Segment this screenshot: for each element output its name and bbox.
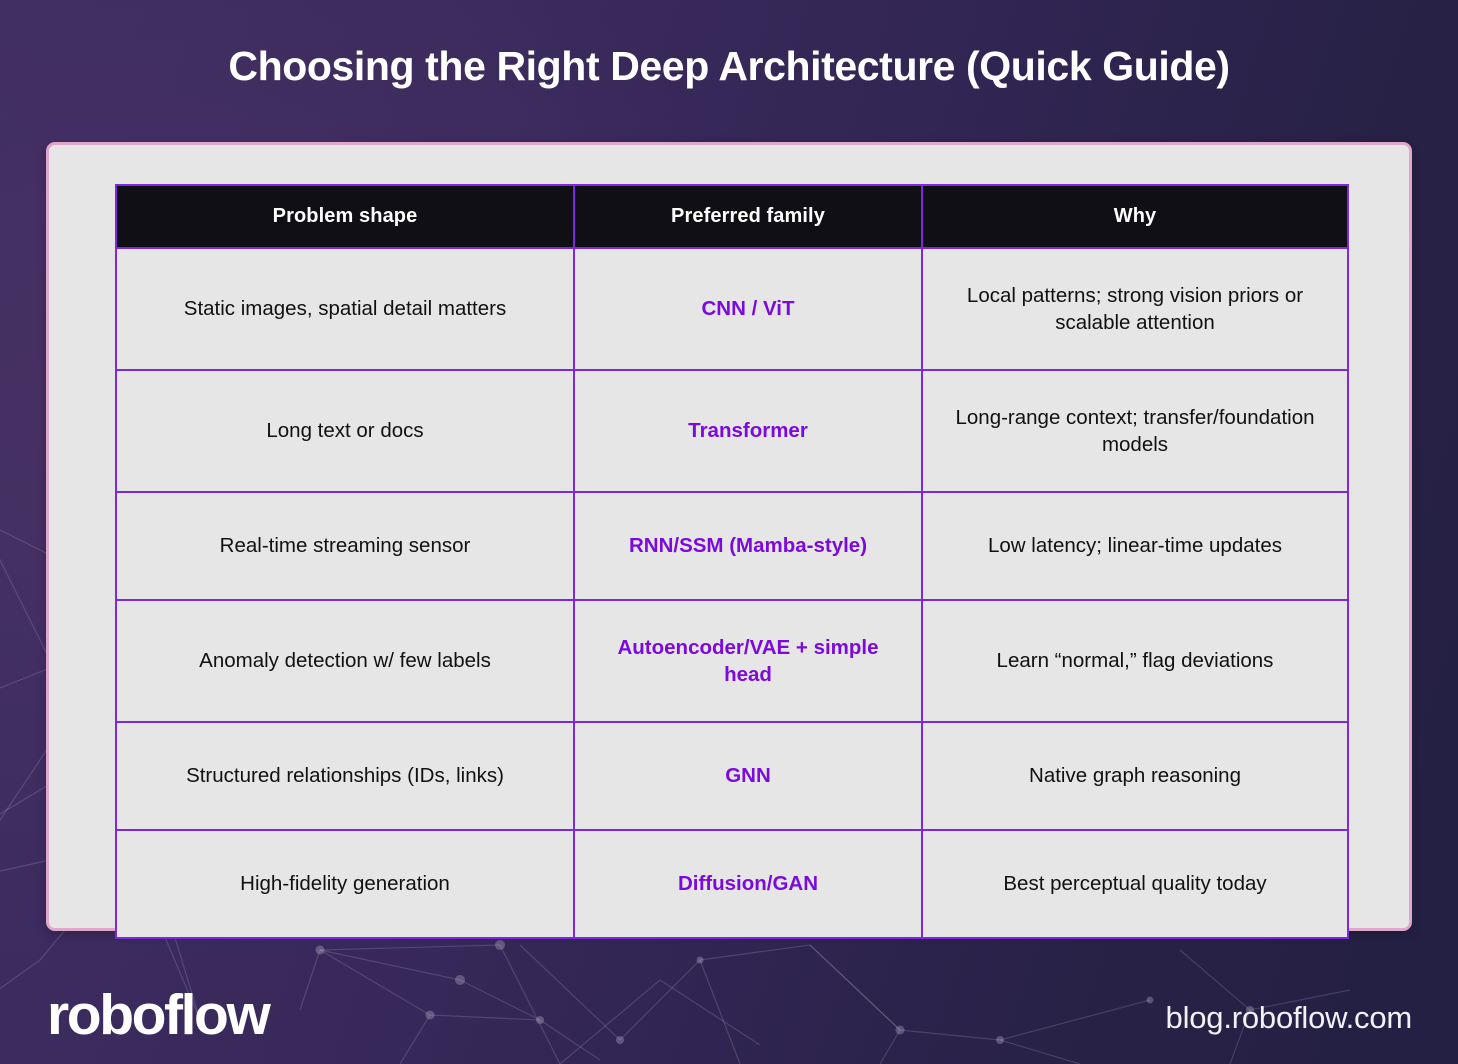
cell-why: Low latency; linear-time updates [921, 491, 1349, 601]
table-row: Anomaly detection w/ few labels Autoenco… [115, 599, 1349, 723]
cell-why: Learn “normal,” flag deviations [921, 599, 1349, 723]
table-row: Real-time streaming sensor RNN/SSM (Mamb… [115, 491, 1349, 601]
cell-problem-shape: Anomaly detection w/ few labels [115, 599, 575, 723]
cell-problem-shape: High-fidelity generation [115, 829, 575, 939]
table-card: Problem shape Preferred family Why Stati… [46, 142, 1412, 939]
table-row: Long text or docs Transformer Long-range… [115, 369, 1349, 493]
column-header-preferred-family: Preferred family [573, 184, 923, 249]
cell-why: Long-range context; transfer/foundation … [921, 369, 1349, 493]
cell-why: Native graph reasoning [921, 721, 1349, 831]
page-title: Choosing the Right Deep Architecture (Qu… [228, 43, 1230, 89]
cell-problem-shape: Static images, spatial detail matters [115, 247, 575, 371]
cell-problem-shape: Structured relationships (IDs, links) [115, 721, 575, 831]
cell-problem-shape: Long text or docs [115, 369, 575, 493]
cell-preferred-family: Autoencoder/VAE + simple head [573, 599, 923, 723]
cell-why: Best perceptual quality today [921, 829, 1349, 939]
column-header-why: Why [921, 184, 1349, 249]
cell-preferred-family: Transformer [573, 369, 923, 493]
column-header-problem-shape: Problem shape [115, 184, 575, 249]
architecture-table: Problem shape Preferred family Why Stati… [115, 184, 1349, 939]
cell-problem-shape: Real-time streaming sensor [115, 491, 575, 601]
cell-preferred-family: GNN [573, 721, 923, 831]
table-row: High-fidelity generation Diffusion/GAN B… [115, 829, 1349, 939]
table-row: Structured relationships (IDs, links) GN… [115, 721, 1349, 831]
cell-preferred-family: RNN/SSM (Mamba-style) [573, 491, 923, 601]
roboflow-logo: roboflow [47, 983, 271, 1047]
cell-why: Local patterns; strong vision priors or … [921, 247, 1349, 371]
table-header-row: Problem shape Preferred family Why [115, 184, 1349, 249]
cell-preferred-family: CNN / ViT [573, 247, 923, 371]
cell-preferred-family: Diffusion/GAN [573, 829, 923, 939]
site-url: blog.roboflow.com [1165, 1000, 1413, 1035]
table-row: Static images, spatial detail matters CN… [115, 247, 1349, 371]
